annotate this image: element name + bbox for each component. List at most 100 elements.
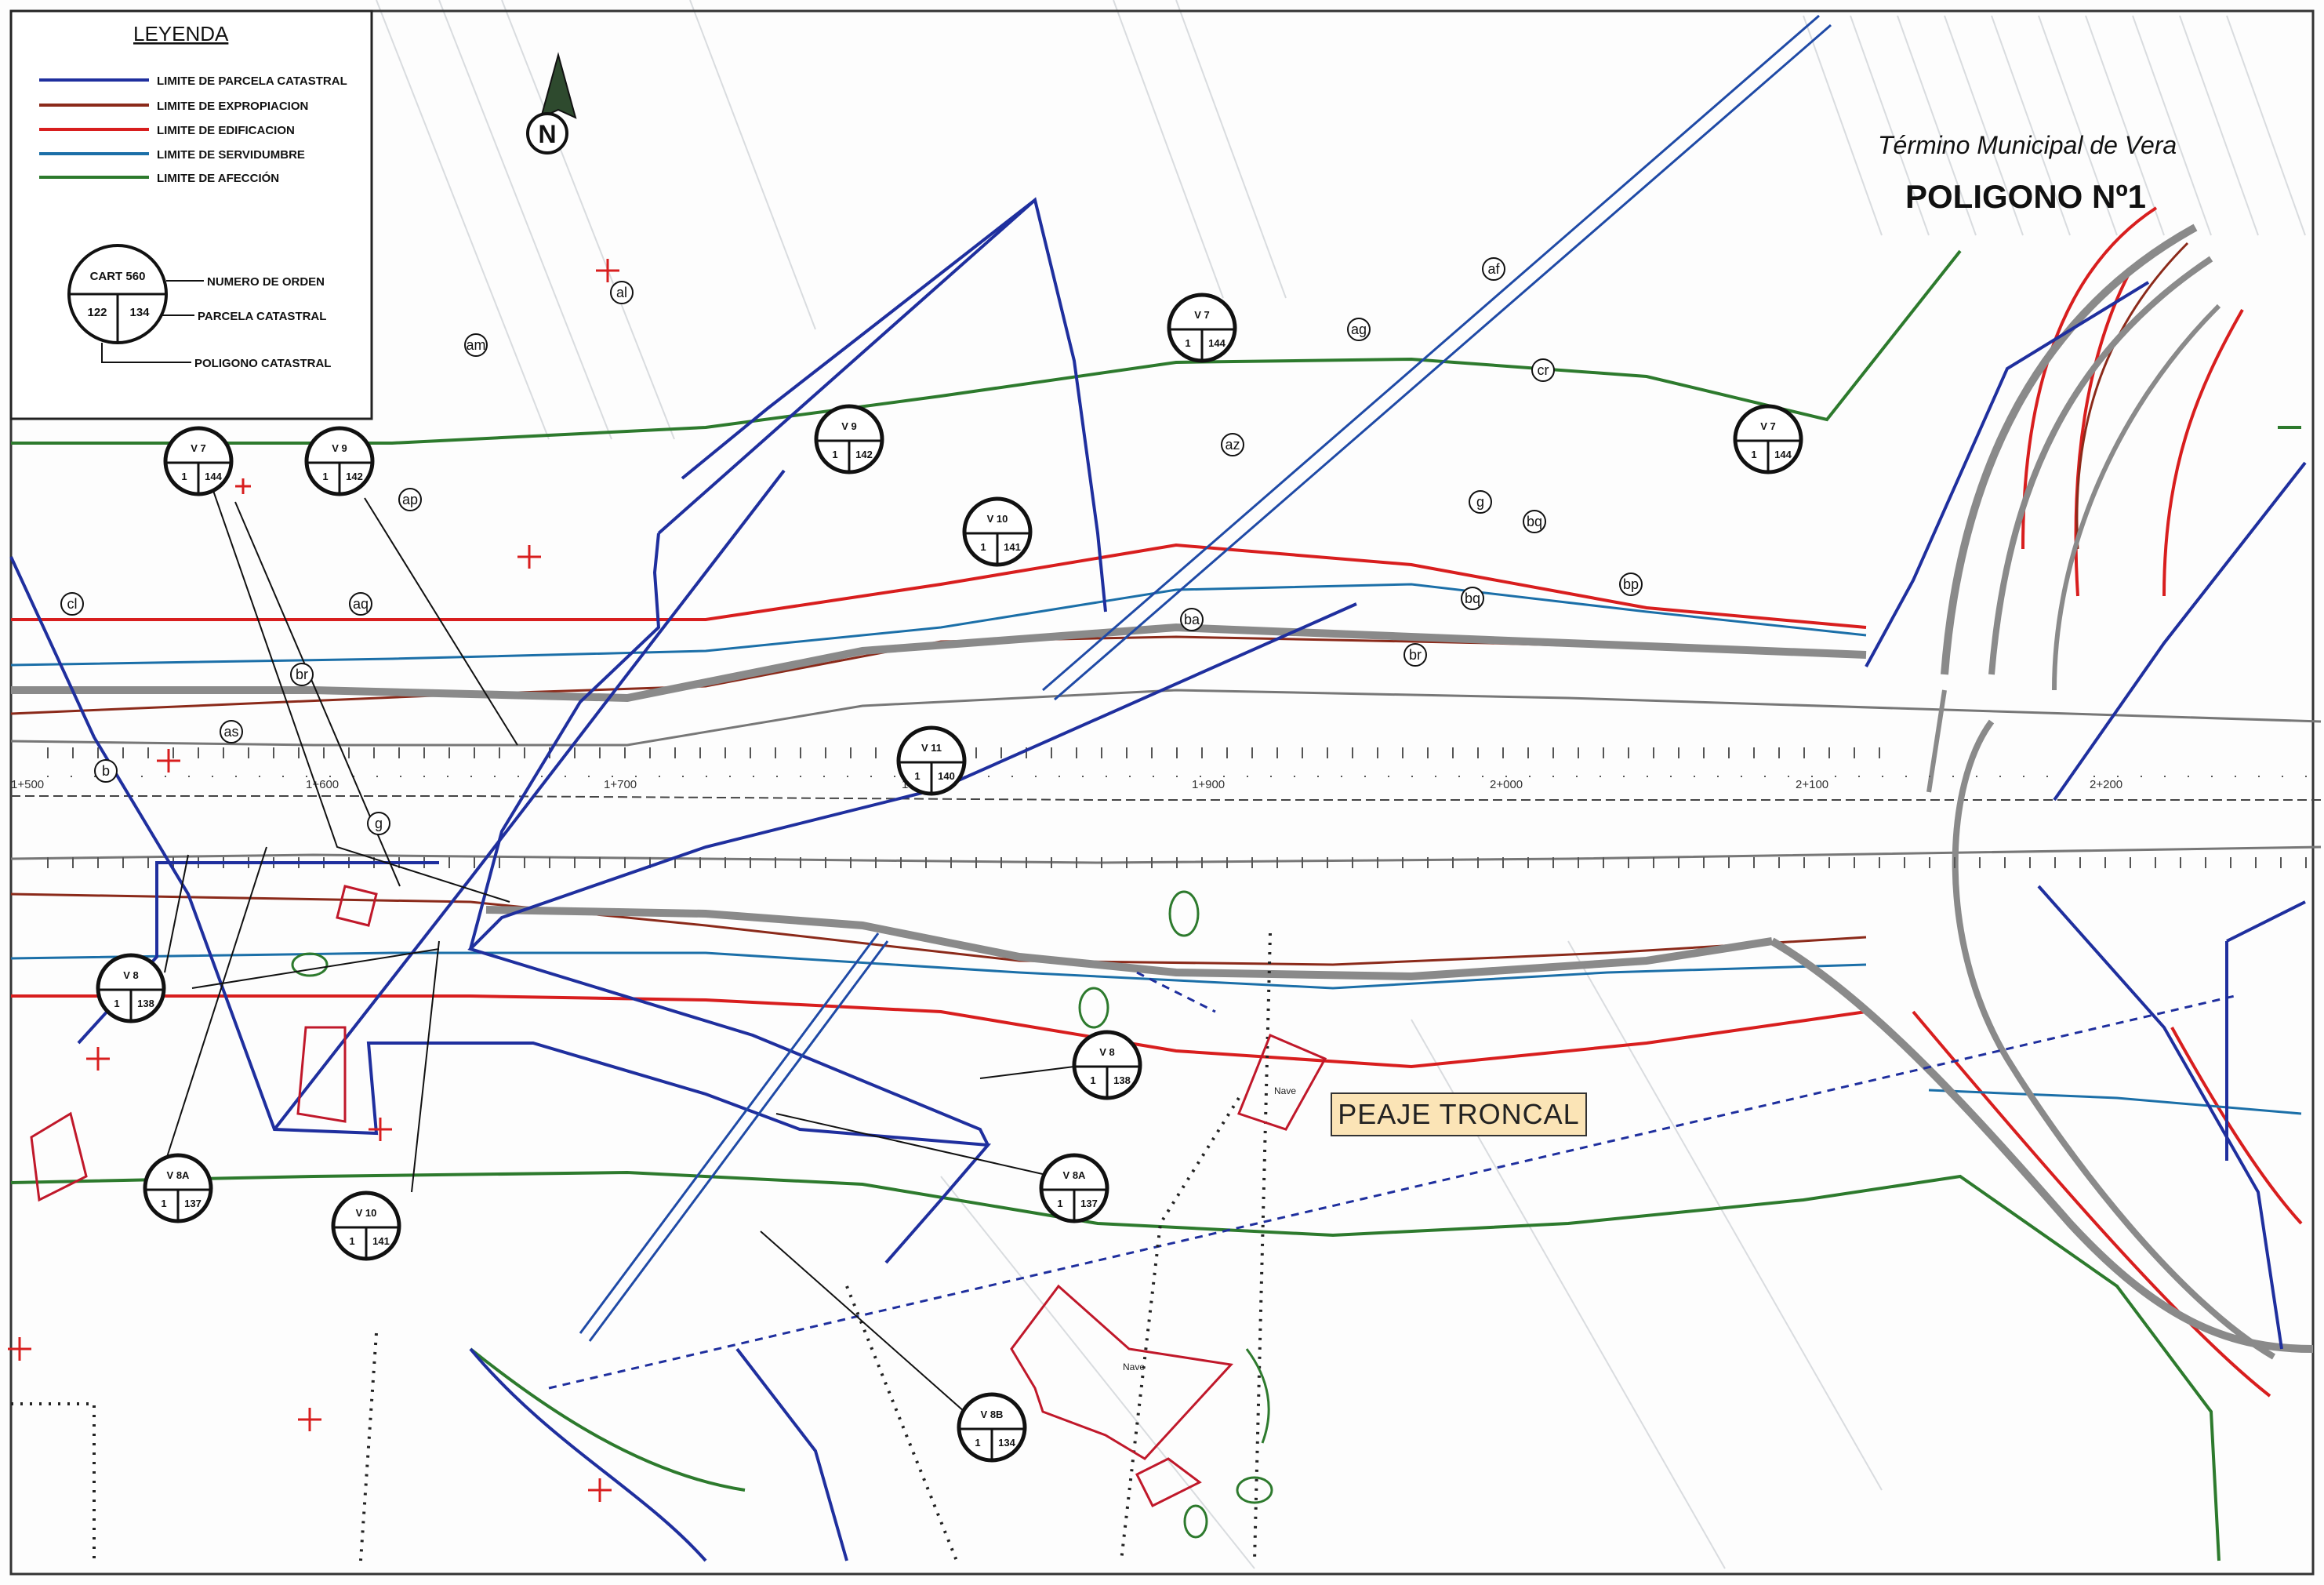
lot-marker: am	[464, 333, 488, 357]
svg-text:134: 134	[998, 1437, 1015, 1449]
pk-label: 1+500	[11, 778, 44, 791]
legend-title: LEYENDA	[133, 22, 229, 45]
svg-text:1: 1	[349, 1235, 354, 1247]
legend-label-afeccion: LIMITE DE AFECCIÓN	[157, 171, 279, 185]
legend: LEYENDA LIMITE DE PARCELA CATASTRAL LIMI…	[9, 9, 373, 420]
lot-marker: al	[610, 281, 634, 304]
svg-text:V 9: V 9	[332, 442, 347, 454]
svg-text:144: 144	[205, 471, 222, 482]
lot-marker: cl	[60, 592, 84, 616]
north-label: N	[538, 120, 556, 148]
svg-text:cl: cl	[67, 596, 78, 612]
svg-text:V 8: V 8	[123, 969, 139, 981]
lot-marker: ap	[398, 488, 422, 511]
lot-marker: bq	[1523, 510, 1546, 533]
parcel-callout: V 7 1 144	[1733, 404, 1803, 474]
svg-text:az: az	[1225, 437, 1240, 453]
lot-marker: ba	[1180, 608, 1204, 631]
svg-text:cr: cr	[1538, 362, 1549, 378]
svg-text:af: af	[1487, 261, 1500, 277]
svg-text:V 9: V 9	[841, 420, 857, 432]
pk-label: 1+600	[306, 778, 339, 791]
svg-text:g: g	[1476, 494, 1484, 510]
svg-text:as: as	[223, 724, 238, 740]
svg-text:138: 138	[1113, 1074, 1131, 1086]
legend-sample-polygon-label: POLIGONO CATASTRAL	[194, 357, 331, 370]
svg-text:V 7: V 7	[191, 442, 206, 454]
svg-text:bq: bq	[1527, 514, 1542, 529]
pk-label: 2+100	[1796, 778, 1828, 791]
lot-marker: az	[1221, 433, 1244, 456]
svg-text:141: 141	[1004, 541, 1021, 553]
edificacion-lines	[11, 206, 2303, 1398]
svg-text:V 7: V 7	[1760, 420, 1776, 432]
parcel-callout: V 7 1 144	[1167, 293, 1237, 363]
svg-text:V 7: V 7	[1194, 309, 1210, 321]
svg-text:1: 1	[1185, 337, 1190, 349]
svg-text:al: al	[616, 285, 627, 300]
svg-text:V 11: V 11	[921, 742, 942, 754]
lot-markers: al am ap aq as b g br cl af ag cr az g b…	[60, 257, 1643, 835]
municipality-title: Término Municipal de Vera	[1878, 131, 2177, 159]
parcel-callout: V 10 1 141	[331, 1191, 401, 1261]
lot-marker: cr	[1531, 358, 1555, 382]
parcel-callout: V 8A 1 137	[1039, 1153, 1109, 1223]
lot-marker: br	[290, 663, 314, 686]
canal	[579, 14, 1832, 1342]
pk-label: 1+700	[604, 778, 637, 791]
lot-marker: br	[1403, 643, 1427, 667]
svg-text:137: 137	[1080, 1198, 1098, 1209]
svg-text:1: 1	[914, 770, 920, 782]
svg-text:138: 138	[137, 998, 154, 1009]
svg-text:V 10: V 10	[356, 1207, 377, 1219]
ponds	[291, 890, 1273, 1539]
svg-text:V 8: V 8	[1099, 1046, 1115, 1058]
svg-text:bp: bp	[1623, 576, 1639, 592]
pk-label: 1+900	[1192, 778, 1225, 791]
svg-text:br: br	[1409, 647, 1422, 663]
terrain-hatching	[376, 0, 2306, 1569]
svg-text:1: 1	[980, 541, 986, 553]
svg-text:141: 141	[372, 1235, 390, 1247]
peaje-troncal-text: PEAJE TRONCAL	[1338, 1098, 1580, 1130]
kilometer-points: 1+500 1+600 1+700 1+800 1+900 2+000 2+10…	[11, 778, 2122, 791]
parcel-callout: V 8 1 138	[96, 953, 166, 1023]
dotted-lines	[11, 932, 1272, 1561]
catastral-lines	[9, 197, 2307, 1562]
lot-marker: g	[367, 812, 390, 835]
parcel-callout: V 8B 1 134	[957, 1392, 1027, 1463]
svg-text:144: 144	[1774, 449, 1792, 460]
svg-text:aq: aq	[353, 596, 369, 612]
svg-text:1: 1	[1090, 1074, 1095, 1086]
svg-text:144: 144	[1208, 337, 1226, 349]
lot-marker: as	[220, 720, 243, 743]
parcel-callout: V 11 1 140	[896, 725, 967, 796]
svg-text:1: 1	[832, 449, 837, 460]
pk-label: 2+200	[2090, 778, 2122, 791]
lot-marker: bq	[1461, 587, 1484, 610]
svg-text:V 8A: V 8A	[167, 1169, 191, 1181]
lot-marker: ag	[1347, 318, 1371, 341]
svg-text:am: am	[466, 337, 485, 353]
legend-label-servidumbre: LIMITE DE SERVIDUMBRE	[157, 148, 305, 162]
parcel-callout: V 8 1 138	[1072, 1030, 1142, 1100]
svg-text:V 8B: V 8B	[981, 1409, 1004, 1420]
lot-marker: bp	[1619, 573, 1643, 596]
svg-text:ap: ap	[402, 492, 418, 507]
svg-text:1: 1	[1057, 1198, 1062, 1209]
legend-sample-order-label: NUMERO DE ORDEN	[207, 275, 325, 289]
svg-text:ag: ag	[1351, 322, 1367, 337]
buildings	[30, 885, 1327, 1508]
peaje-troncal-label: PEAJE TRONCAL	[1331, 1092, 1587, 1136]
svg-text:137: 137	[184, 1198, 202, 1209]
afeccion-lines	[10, 249, 2301, 1561]
lot-marker: g	[1469, 490, 1492, 514]
survey-cross-icons	[8, 259, 619, 1502]
legend-sample-symbol: CART 560 122 134	[67, 244, 168, 344]
callout-leaders	[160, 485, 1075, 1412]
servidumbre-lines	[10, 583, 2302, 1115]
parcel-callout: V 9 1 142	[814, 404, 884, 474]
north-arrow-icon: N	[526, 52, 577, 155]
